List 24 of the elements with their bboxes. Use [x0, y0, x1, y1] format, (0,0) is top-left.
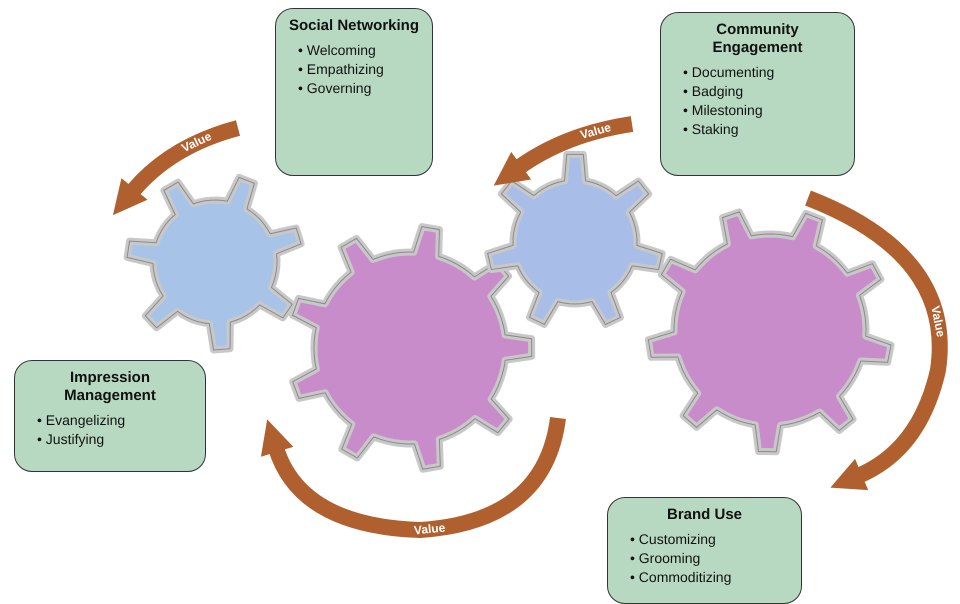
text-box [607, 497, 802, 604]
list-item: • Governing [298, 78, 372, 98]
box-heading: Social Networking [288, 17, 420, 35]
list-item: • Empathizing [298, 60, 385, 79]
list-item: • Staking [683, 120, 740, 139]
list-item: • Commoditizing [630, 568, 732, 587]
list-item: • Badging [683, 82, 744, 101]
text-box [660, 12, 855, 176]
list-item: • Grooming [630, 548, 702, 568]
box-heading: Impression Management [63, 369, 157, 405]
list-item: • Milestoning [683, 100, 764, 120]
arrow-label: Value [579, 121, 613, 142]
text-box [14, 360, 206, 472]
list-item: • Welcoming [298, 41, 377, 60]
box-heading: Community Engagement [711, 21, 804, 57]
list-item: • Documenting [683, 63, 776, 82]
arrow-label: Value [412, 521, 446, 538]
list-item: • Customizing [630, 530, 717, 549]
list-item: • Evangelizing [37, 411, 126, 430]
arrow-label: Value [928, 304, 947, 338]
list-item: • Justifying [37, 430, 106, 449]
arrow-label: Value [180, 130, 214, 156]
box-heading: Brand Use [666, 506, 744, 524]
text-box [275, 8, 433, 176]
